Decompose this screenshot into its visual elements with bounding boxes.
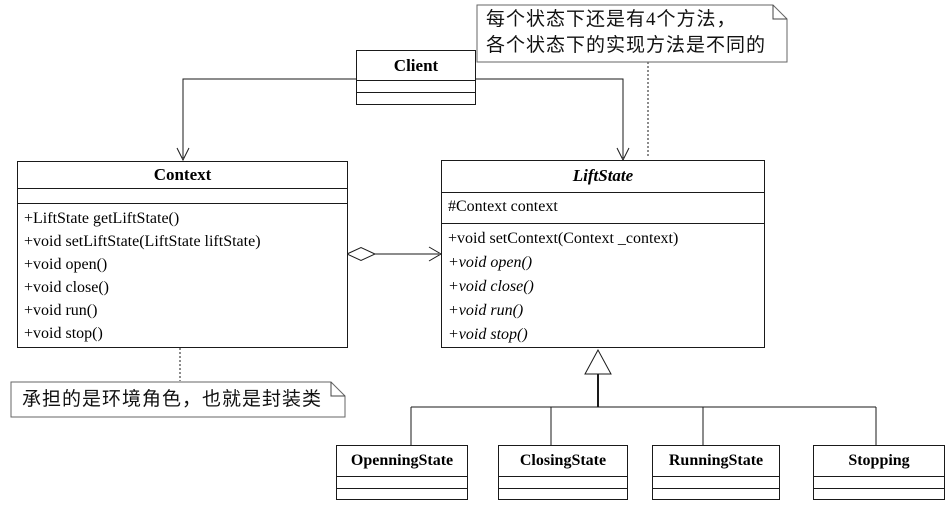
empty-attributes-compartment [653,477,779,489]
note-liftstate-comment: 每个状态下还是有4个方法， 各个状态下的实现方法是不同的 [486,7,766,59]
method: +void open() [448,254,533,271]
bottom-note-fold [330,382,345,397]
top-note-shape [476,4,788,63]
aggregation-diamond [345,246,377,262]
attributes-compartment: #Context context [442,193,764,224]
method: +void stop() [24,325,103,342]
method: +void setContext(Context _context) [448,230,679,247]
attributes-compartment [18,189,347,204]
bottom-note-shape [10,381,346,418]
class-stopping: Stopping [813,445,945,500]
method: +void stop() [448,326,528,343]
empty-methods-compartment [337,489,467,499]
class-title: ClosingState [499,446,627,477]
class-openningstate: OpenningState [336,445,468,500]
class-runningstate: RunningState [652,445,780,500]
empty-attributes-compartment [499,477,627,489]
client-context-association-line [182,78,356,158]
note-context-comment: 承担的是环境角色，也就是封装类 [22,386,322,413]
method: +LiftState getLiftState() [24,210,180,227]
generalization-triangle [584,348,612,375]
method: +void setLiftState(LiftState liftState) [24,233,261,250]
class-title: OpenningState [337,446,467,477]
methods-compartment: +void setContext(Context _context) +void… [442,224,764,347]
class-liftstate: LiftState #Context context +void setCont… [441,160,765,348]
method: +void close() [448,278,534,295]
methods-compartment: +LiftState getLiftState() +void setLiftS… [18,204,347,347]
empty-methods-compartment [499,489,627,499]
client-context-arrowhead [176,147,190,162]
note-line: 各个状态下的实现方法是不同的 [486,35,767,56]
class-title: RunningState [653,446,779,477]
attribute: #Context context [448,197,558,215]
class-context: Context +LiftState getLiftState() +void … [17,161,348,348]
top-note-fold [772,5,787,20]
class-closingstate: ClosingState [498,445,628,500]
note-line: 承担的是环境角色，也就是封装类 [22,389,323,410]
empty-methods-compartment [653,489,779,499]
method: +void close() [24,279,109,296]
class-title: Client [357,51,475,81]
empty-methods-compartment [357,93,475,104]
class-title: LiftState [442,161,764,193]
class-title: Context [18,162,347,189]
empty-attributes-compartment [814,477,944,489]
class-title: Stopping [814,446,944,477]
client-liftstate-association-line [475,78,624,158]
method: +void run() [448,302,524,319]
method: +void open() [24,256,108,273]
class-client: Client [356,50,476,105]
note-line: 每个状态下还是有4个方法， [486,9,737,30]
empty-attributes-compartment [357,81,475,93]
empty-attributes-compartment [337,477,467,489]
method: +void run() [24,302,98,319]
empty-methods-compartment [814,489,944,499]
